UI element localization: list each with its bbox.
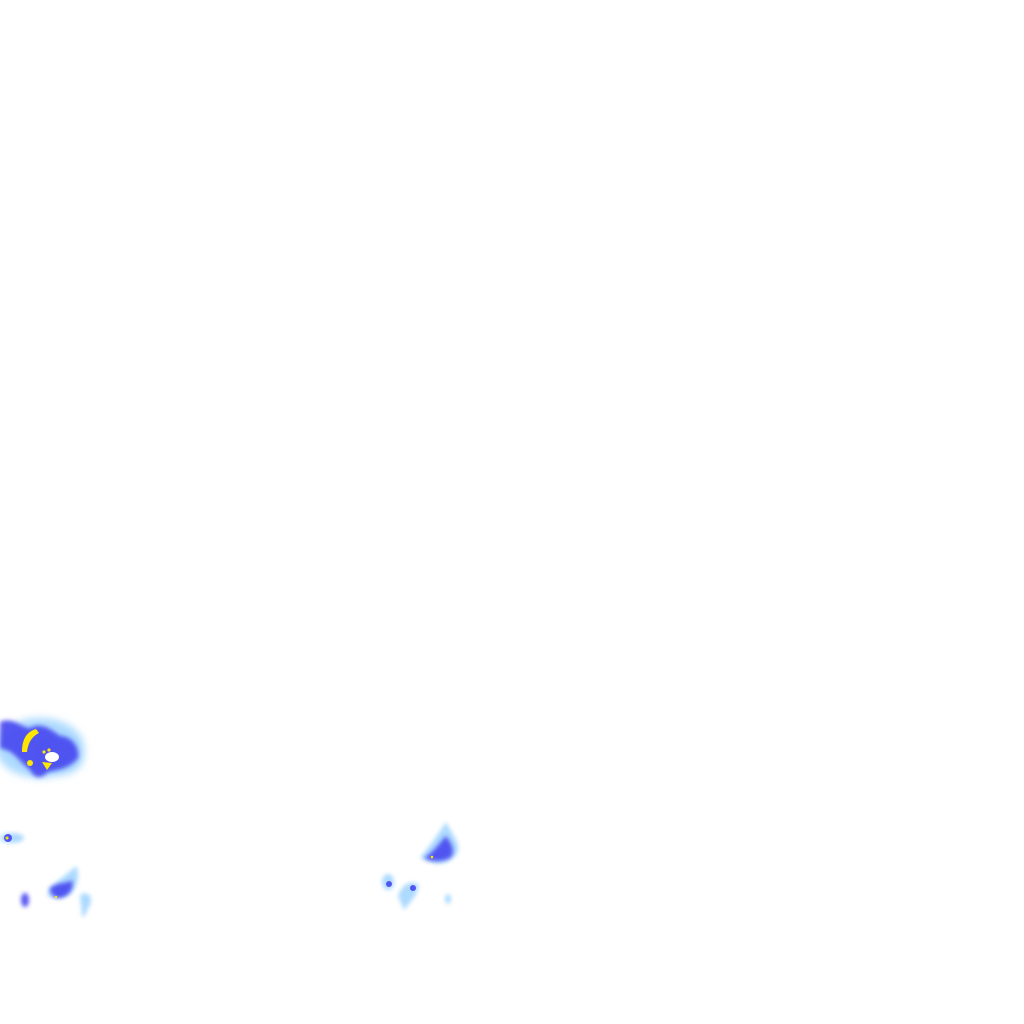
rain-cell-west <box>0 718 84 778</box>
rain-cell-central <box>382 822 459 910</box>
rain-cell-southwest <box>21 866 92 918</box>
rain-cell-small-west <box>0 833 24 843</box>
